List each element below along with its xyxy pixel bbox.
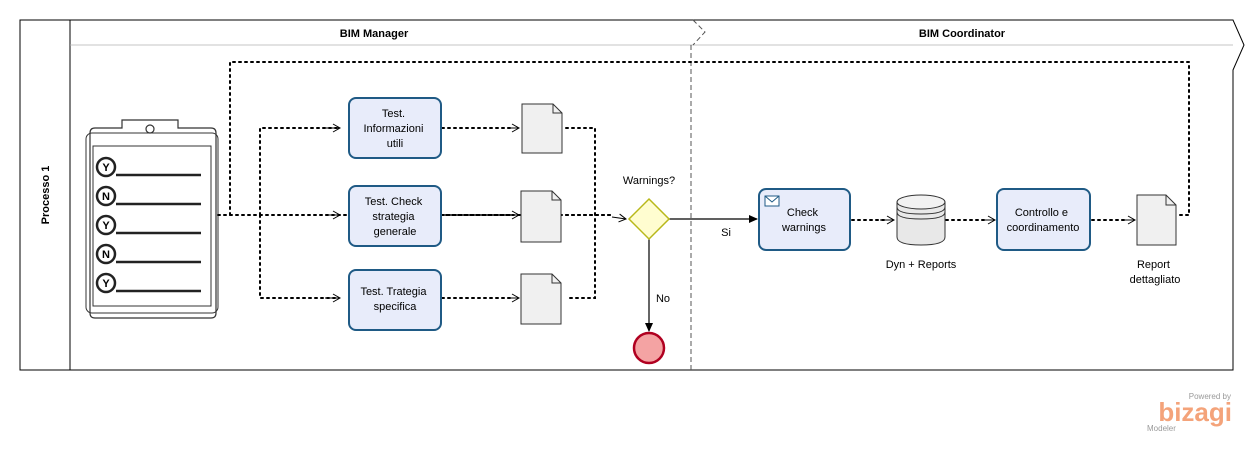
report-document-icon[interactable] [1136,194,1177,246]
task-label-line: Check [787,207,819,219]
task-label-line: Test. [382,108,405,120]
checklist-mark: Y [102,220,110,232]
checklist-mark-circle [95,272,117,294]
checklist-mark: N [102,191,110,203]
checklist-clipboard-icon: Y N Y N Y [85,119,219,319]
svg-text:Test. Informazioni: Test. Informazioni utili [364,108,427,150]
sequence-flows [645,215,758,332]
checklist-row: Y [95,214,201,236]
task-test-check-strategia-generale[interactable]: Test. Check strategia generale [348,185,442,247]
bizagi-logo: Powered by bizagi Modeler [1147,392,1232,433]
checklist-mark: N [102,249,110,261]
report-label-line: Report [1137,259,1170,271]
checklist-mark-circle [95,156,117,178]
brand-powered-by: Powered by [1189,392,1231,401]
checklist-mark: Y [102,162,110,174]
task-test-informazioni-utili[interactable]: Test. Informazioni utili [348,97,442,159]
gateway-yes-label: Si [721,227,731,239]
checklist-mark-circle [95,243,117,265]
task-label-line: specifica [374,301,418,313]
document-icon[interactable] [520,273,562,325]
task-label-line: warnings [781,222,827,234]
document-icon[interactable] [520,190,562,243]
lane-title-bim-manager: BIM Manager [340,28,409,40]
task-test-trategia-specifica[interactable]: Test. Trategia specifica [348,269,442,331]
pool: Processo 1 [19,19,1245,371]
database-icon[interactable] [896,194,946,246]
checklist-mark: Y [102,278,110,290]
svg-text:Check warnings: Check warnings [781,207,827,234]
checklist-row: N [95,185,201,207]
association-lines [217,61,1190,303]
task-check-warnings[interactable]: Check warnings [758,188,851,251]
checklist-row: N [95,243,201,265]
task-label-line: Test. Check [365,196,423,208]
document-icon[interactable] [521,103,563,154]
gateway-diamond-icon[interactable] [627,197,671,241]
pool-title: Processo 1 [40,166,52,225]
svg-text:Test. Check strategia: Test. Check strategia generale [365,196,426,238]
envelope-icon [764,195,780,207]
task-label-line: Test. Trategia [360,286,427,298]
report-label-line: dettagliato [1130,274,1181,286]
checklist-row: Y [95,272,201,294]
svg-text:Test. Trategia specifica: Test. Trategia specifica [360,286,429,313]
brand-product: Modeler [1147,424,1176,433]
gateway-no-label: No [656,293,670,305]
task-label-line: generale [374,226,417,238]
gateway-question: Warnings? [623,175,675,187]
checklist-mark-circle [95,185,117,207]
task-label-line: Controllo e [1015,207,1068,219]
task-label-line: coordinamento [1007,222,1080,234]
checklist-row: Y [95,156,201,178]
end-event-icon[interactable] [632,331,666,365]
task-label-line: Informazioni [364,123,424,135]
lane-divider [690,19,706,370]
datastore-label: Dyn + Reports [886,259,957,271]
svg-text:Controllo e coordinament: Controllo e coordinamento [1007,207,1080,234]
task-label-line: utili [387,138,404,150]
brand-name: bizagi [1158,397,1232,427]
report-label: Report dettagliato [1130,259,1181,286]
task-label-line: strategia [372,211,415,223]
task-controllo-e-coordinamento[interactable]: Controllo e coordinamento [996,188,1091,251]
checklist-mark-circle [95,214,117,236]
lane-title-bim-coordinator: BIM Coordinator [919,28,1006,40]
